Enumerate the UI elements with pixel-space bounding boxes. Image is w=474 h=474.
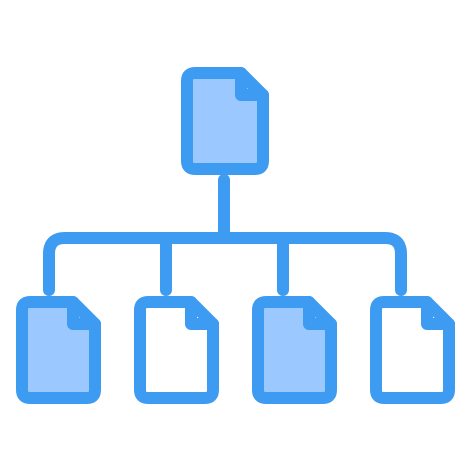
bus-line	[43, 232, 407, 296]
document-body	[252, 296, 337, 404]
child-document-2	[134, 296, 219, 404]
document-body	[16, 296, 101, 404]
document-fold	[303, 296, 337, 330]
root-document	[181, 67, 269, 175]
document-body	[370, 296, 455, 404]
document-fold	[421, 296, 455, 330]
document-fold	[67, 296, 101, 330]
child-document-4	[370, 296, 455, 404]
child-document-1	[16, 296, 101, 404]
document-nodes	[16, 67, 455, 404]
document-body	[181, 67, 269, 175]
document-body	[134, 296, 219, 404]
document-fold	[185, 296, 219, 330]
connector-lines	[43, 174, 407, 296]
child-document-3	[252, 296, 337, 404]
document-fold	[235, 67, 269, 101]
